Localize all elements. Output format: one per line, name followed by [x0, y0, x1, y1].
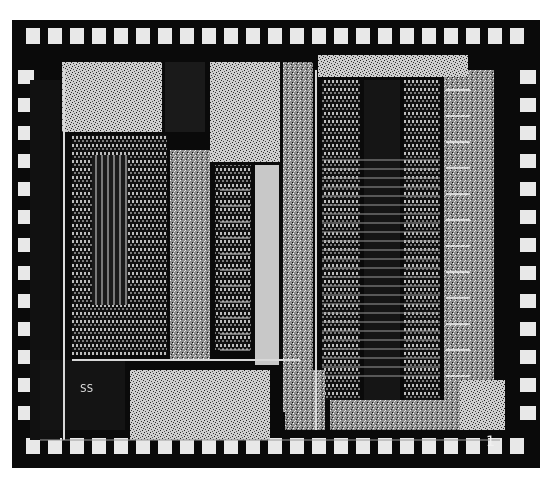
bond-pad: [268, 28, 282, 44]
bottom-block-1: [130, 370, 270, 440]
bond-pad: [268, 438, 282, 454]
bottom-block-2: [40, 360, 125, 430]
bond-pad: [114, 438, 128, 454]
bond-pad: [246, 28, 260, 44]
bond-pad: [92, 438, 106, 454]
bond-pad: [520, 378, 536, 392]
top-block-3: [210, 62, 280, 162]
bond-pad: [422, 28, 436, 44]
mid-column-2: [215, 165, 251, 350]
bond-pad: [466, 28, 480, 44]
bond-pad: [378, 438, 392, 454]
bond-pad: [312, 28, 326, 44]
bond-pad: [444, 28, 458, 44]
bond-pad: [422, 438, 436, 454]
top-block-2: [165, 62, 205, 132]
bond-pad: [224, 28, 238, 44]
bond-pad: [92, 28, 106, 44]
interconnect-lines: [40, 70, 500, 441]
bond-pad: [520, 182, 536, 196]
bond-pad: [488, 438, 502, 454]
bond-pad: [136, 438, 150, 454]
bond-pad: [520, 294, 536, 308]
right-array-3: [404, 80, 440, 400]
right-array-1: [322, 80, 360, 400]
bond-pads: [18, 28, 536, 454]
bottom-block-3: [285, 370, 325, 430]
bond-pad: [510, 28, 524, 44]
bond-pad: [312, 438, 326, 454]
mid-column-1: [170, 150, 210, 360]
chip-marking: SS: [80, 382, 93, 395]
bond-pad: [520, 70, 536, 84]
bond-pad: [488, 28, 502, 44]
bond-pad: [48, 438, 62, 454]
top-block-4: [283, 62, 313, 412]
bond-pad: [290, 438, 304, 454]
bond-pad: [356, 28, 370, 44]
top-right-block: [318, 55, 468, 77]
bond-pad: [26, 438, 40, 454]
bond-pad: [180, 438, 194, 454]
bond-pad: [520, 322, 536, 336]
bond-pad: [26, 28, 40, 44]
mid-column-3: [255, 165, 279, 365]
core-circuitry: [30, 55, 505, 440]
bond-pad: [510, 438, 524, 454]
bond-pad: [520, 266, 536, 280]
bond-pad: [356, 438, 370, 454]
bond-pad: [202, 438, 216, 454]
right-edge-block: [444, 70, 494, 400]
bond-pad: [520, 154, 536, 168]
bottom-right-block: [460, 380, 505, 430]
bond-pad: [334, 28, 348, 44]
bond-pad: [246, 438, 260, 454]
bond-pad: [224, 438, 238, 454]
corner-label: 1: [486, 434, 495, 450]
bond-pad: [520, 238, 536, 252]
bond-pad: [70, 28, 84, 44]
memory-inner: [92, 155, 128, 305]
bond-pad: [444, 438, 458, 454]
right-array-2: [364, 80, 400, 400]
bond-pad: [520, 126, 536, 140]
bond-pad: [180, 28, 194, 44]
bond-pad: [520, 406, 536, 420]
bond-pad: [334, 438, 348, 454]
bond-pad: [378, 28, 392, 44]
bond-pad: [70, 438, 84, 454]
bond-pad: [48, 28, 62, 44]
bond-pad: [520, 98, 536, 112]
bond-pad: [520, 350, 536, 364]
bond-pad: [290, 28, 304, 44]
bond-pad: [158, 438, 172, 454]
bond-pad: [202, 28, 216, 44]
bond-pad: [158, 28, 172, 44]
top-left-block: [62, 62, 162, 132]
bond-pad: [400, 438, 414, 454]
bond-pad: [136, 28, 150, 44]
bond-pad: [114, 28, 128, 44]
bond-pad: [400, 28, 414, 44]
bond-pad: [520, 210, 536, 224]
bond-pad: [466, 438, 480, 454]
